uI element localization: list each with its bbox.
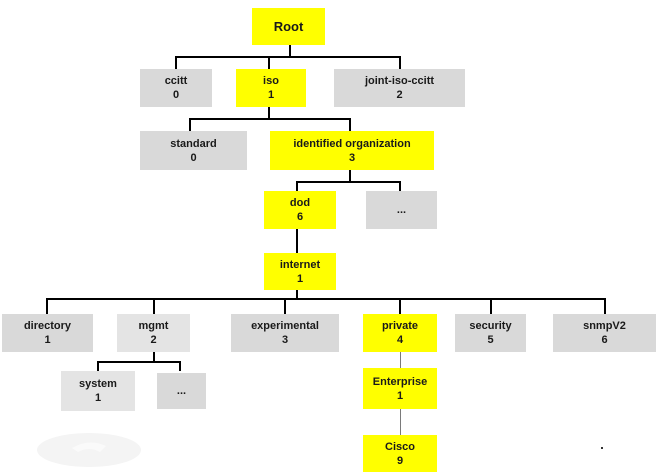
node-security: security 5 [455, 314, 526, 352]
connector-line [400, 409, 401, 435]
node-private-label: private [381, 320, 419, 332]
node-iso: iso 1 [236, 69, 306, 107]
node-snmpv2-label: snmpV2 [583, 320, 626, 332]
connector-line [296, 290, 298, 299]
node-dod-label: dod [289, 197, 311, 209]
node-snmpv2: snmpV2 6 [553, 314, 656, 352]
connector-line [175, 56, 177, 69]
node-mgmt-value: 2 [150, 334, 157, 346]
connector-line [46, 298, 48, 314]
node-directory-value: 1 [44, 334, 51, 346]
node-joint-iso-ccitt-label: joint-iso-ccitt [364, 75, 435, 87]
connector-line [189, 118, 351, 120]
node-snmpv2-value: 6 [601, 334, 608, 346]
node-iso-label: iso [263, 75, 279, 87]
node-identified-organization-value: 3 [348, 151, 356, 164]
node-joint-iso-ccitt: joint-iso-ccitt 2 [334, 69, 465, 107]
connector-line [399, 56, 401, 69]
connector-line [349, 170, 351, 182]
connector-line [296, 181, 401, 183]
node-mgmt-siblings-ellipsis-label: ... [176, 385, 187, 397]
node-private: private 4 [363, 314, 437, 352]
node-ccitt-label: ccitt [164, 75, 188, 87]
node-standard: standard 0 [140, 131, 247, 170]
connector-line [284, 298, 286, 314]
node-root-label: Root [273, 18, 304, 34]
node-dod-value: 6 [296, 211, 304, 223]
node-system: system 1 [61, 371, 135, 411]
node-experimental-value: 3 [281, 334, 289, 346]
node-cisco-label: Cisco [385, 440, 415, 453]
node-directory-label: directory [23, 320, 72, 332]
node-experimental-label: experimental [251, 320, 319, 332]
connector-line [97, 361, 99, 371]
node-identified-organization-label: identified organization [293, 137, 411, 150]
connector-line [604, 298, 606, 314]
node-security-value: 5 [487, 334, 494, 346]
connector-line [399, 298, 401, 314]
stray-dot [601, 447, 603, 449]
node-enterprise: Enterprise 1 [363, 368, 437, 409]
node-security-label: security [469, 320, 512, 332]
node-system-value: 1 [94, 392, 102, 404]
connector-line [46, 298, 606, 300]
connector-line [400, 351, 401, 368]
node-cisco-value: 9 [396, 454, 404, 467]
connector-line [179, 361, 181, 371]
connector-line [289, 45, 291, 57]
node-internet-label: internet [279, 258, 321, 271]
node-dod: dod 6 [264, 191, 336, 229]
node-enterprise-label: Enterprise [372, 375, 428, 388]
node-root: Root [252, 8, 325, 45]
node-cisco: Cisco 9 [363, 435, 437, 472]
node-mgmt-label: mgmt [138, 320, 169, 332]
node-standard-label: standard [170, 137, 217, 150]
connector-line [490, 298, 492, 314]
node-private-value: 4 [396, 334, 404, 346]
connector-line [399, 181, 401, 191]
connector-line [153, 298, 155, 314]
node-directory: directory 1 [2, 314, 93, 352]
node-standard-value: 0 [190, 151, 197, 164]
connector-line [97, 361, 181, 363]
connector-line [175, 56, 401, 58]
node-iso-value: 1 [267, 89, 275, 101]
node-experimental: experimental 3 [231, 314, 339, 352]
node-internet: internet 1 [264, 253, 336, 290]
node-dod-siblings-ellipsis: ... [366, 191, 437, 229]
node-internet-value: 1 [296, 272, 304, 285]
node-dod-siblings-ellipsis-label: ... [396, 204, 407, 216]
node-mgmt: mgmt 2 [117, 314, 190, 352]
connector-line [153, 352, 155, 362]
connector-line [296, 181, 298, 191]
node-ccitt-value: 0 [172, 89, 180, 101]
node-identified-organization: identified organization 3 [270, 131, 434, 170]
connector-line [268, 56, 270, 69]
connector-line [296, 229, 298, 253]
node-mgmt-siblings-ellipsis: ... [157, 373, 206, 409]
node-ccitt: ccitt 0 [140, 69, 212, 107]
node-enterprise-value: 1 [396, 389, 404, 402]
connector-line [268, 107, 270, 119]
connector-line [349, 118, 351, 131]
node-joint-iso-ccitt-value: 2 [396, 89, 403, 101]
node-system-label: system [79, 378, 117, 390]
connector-line [189, 118, 191, 131]
watermark-logo [37, 433, 141, 467]
